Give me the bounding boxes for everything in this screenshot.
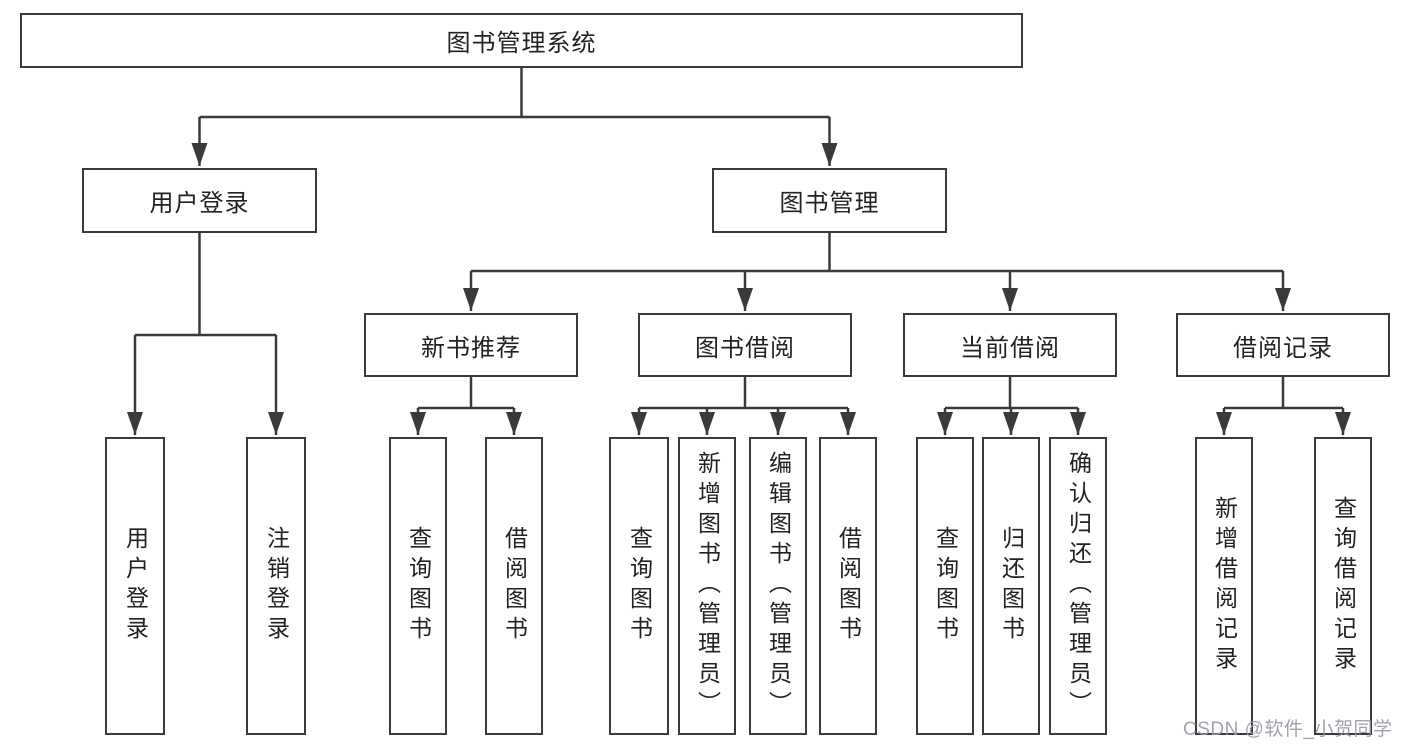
watermark: CSDN @软件_小贺同学 — [1183, 719, 1393, 740]
node-leaf-br-add-record: 新增借阅记录 — [1195, 437, 1253, 735]
node-leaf-cb-query-books: 查询图书 — [916, 437, 974, 735]
node-leaf-nb-query-books: 查询图书 — [389, 437, 447, 735]
node-label: 新增图书（管理员） — [694, 451, 721, 721]
node-label: 借阅图书 — [835, 526, 862, 646]
node-label: 用户登录 — [149, 190, 250, 217]
node-label: 查询借阅记录 — [1330, 496, 1357, 676]
node-leaf-cb-return-books: 归还图书 — [982, 437, 1040, 735]
node-label: 用户登录 — [122, 526, 149, 646]
node-leaf-logout: 注销登录 — [246, 437, 306, 735]
node-label: 编辑图书（管理员） — [765, 451, 792, 721]
node-label: 查询图书 — [626, 526, 653, 646]
node-user-login: 用户登录 — [82, 168, 317, 233]
node-label: 新增借阅记录 — [1211, 496, 1238, 676]
node-label: 借阅图书 — [501, 526, 528, 646]
node-borrow-records: 借阅记录 — [1176, 313, 1390, 377]
node-leaf-bb-edit-books-admin: 编辑图书（管理员） — [749, 437, 807, 735]
node-label: 图书管理 — [779, 190, 880, 217]
node-label: 新书推荐 — [421, 334, 521, 362]
node-leaf-bb-add-books-admin: 新增图书（管理员） — [678, 437, 736, 735]
node-book-borrowing: 图书借阅 — [638, 313, 852, 377]
node-leaf-bb-query-books: 查询图书 — [609, 437, 669, 735]
node-leaf-user-login: 用户登录 — [105, 437, 165, 735]
node-label: 确认归还（管理员） — [1065, 451, 1092, 721]
node-current-borrowing: 当前借阅 — [903, 313, 1117, 377]
node-leaf-bb-borrow-books: 借阅图书 — [819, 437, 877, 735]
node-label: 注销登录 — [263, 526, 290, 646]
node-label: 图书借阅 — [695, 334, 795, 362]
node-label: 归还图书 — [998, 526, 1025, 646]
node-leaf-br-query-record: 查询借阅记录 — [1314, 437, 1372, 735]
node-book-management: 图书管理 — [712, 168, 947, 233]
node-root-system: 图书管理系统 — [20, 13, 1023, 68]
node-label: 图书管理系统 — [446, 30, 597, 57]
node-label: 借阅记录 — [1233, 334, 1333, 362]
node-label: 查询图书 — [932, 526, 959, 646]
node-leaf-cb-confirm-return-admin: 确认归还（管理员） — [1049, 437, 1107, 735]
node-label: 当前借阅 — [960, 334, 1060, 362]
node-label: 查询图书 — [405, 526, 432, 646]
node-leaf-nb-borrow-books: 借阅图书 — [485, 437, 543, 735]
node-new-book-recommend: 新书推荐 — [364, 313, 578, 377]
